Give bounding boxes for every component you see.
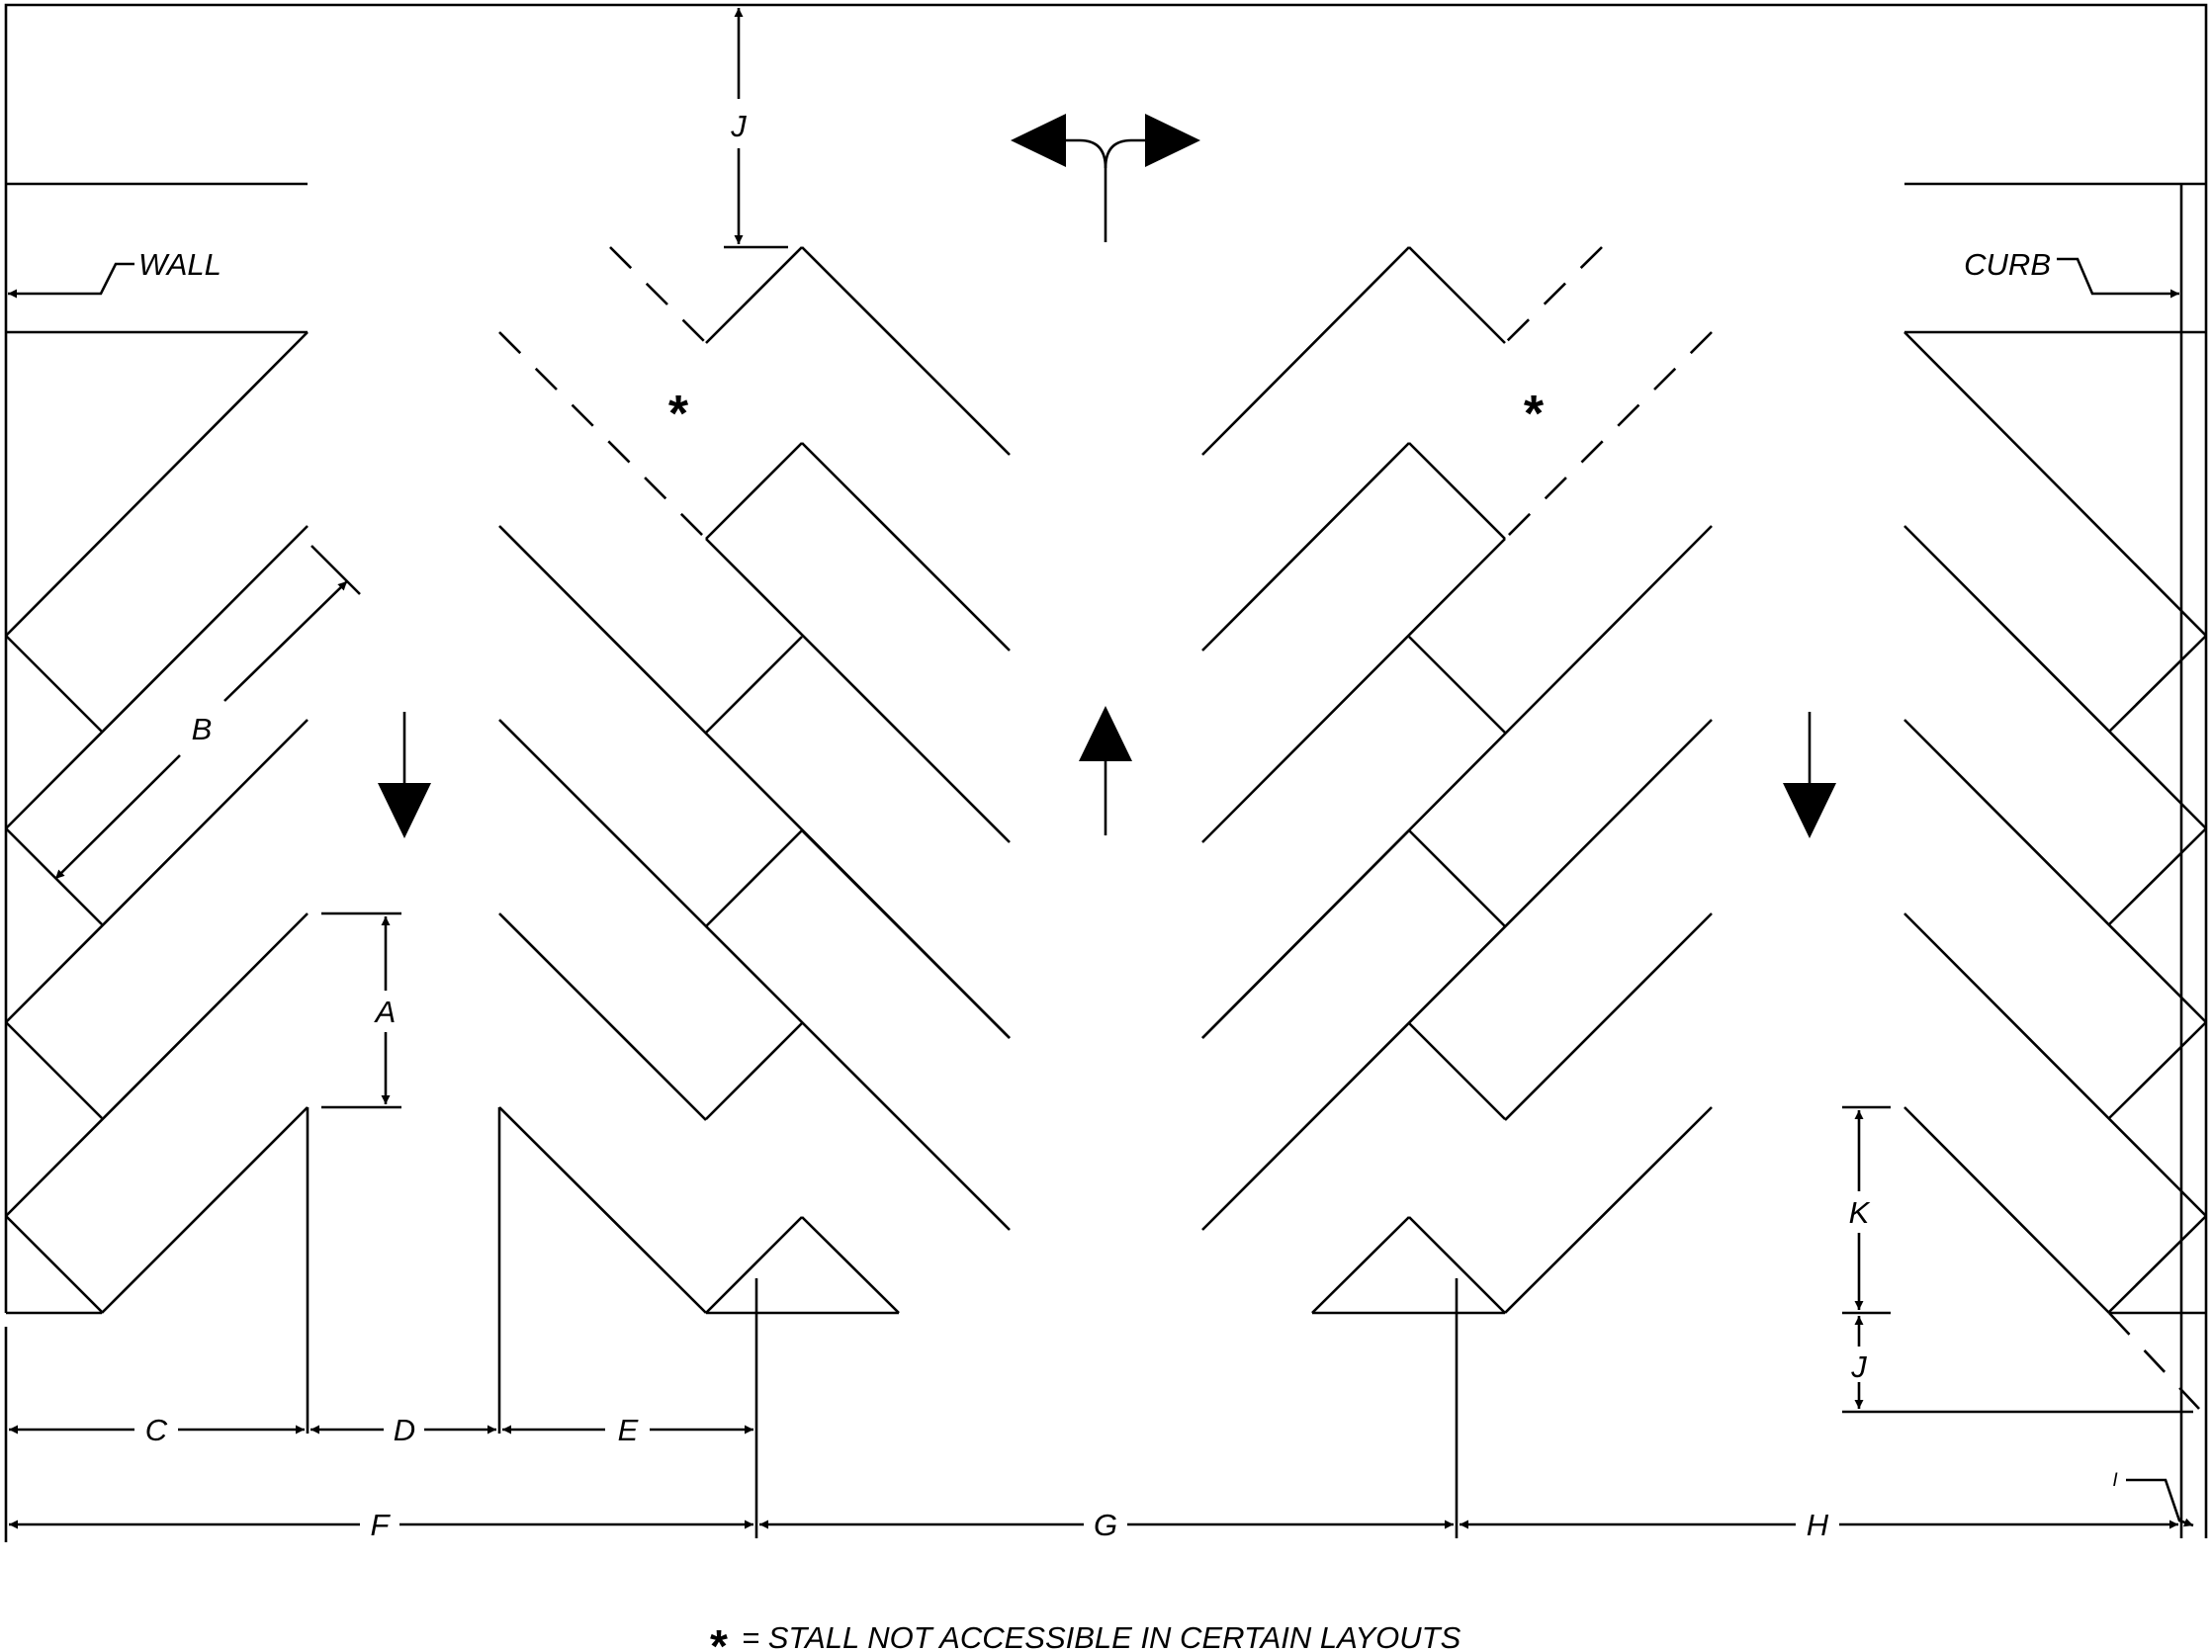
right-center-stalls [1201,246,1713,1538]
dimension-a: A [321,912,401,1109]
curb-label: CURB [1964,247,2051,282]
dimension-j-bottom: J [1842,1316,2193,1414]
wall-label: WALL [138,247,221,282]
footnote-marker: * [710,1620,728,1652]
wall-callout: WALL [8,247,221,299]
dimension-b: B [54,545,361,880]
dim-label-c: C [145,1413,168,1447]
footnote: * = STALL NOT ACCESSIBLE IN CERTAIN LAYO… [710,1620,1461,1652]
left-center-stalls [497,246,1011,1538]
inaccessible-stall-marker: * [1524,386,1545,443]
dim-label-f: F [371,1508,392,1542]
dim-label-e: E [618,1413,639,1447]
dim-label-j: J [730,109,747,143]
dim-label-h: H [1807,1508,1829,1542]
dimension-row-fgh: F G H [9,1313,2208,1542]
right-curb-stalls [1903,331,2207,1410]
dimension-i: I [2112,1470,2194,1527]
left-wall-stalls [5,331,310,1434]
dim-label-d: D [394,1413,415,1447]
arrow-up-icon [1079,706,1132,835]
dimension-k: K [1842,1105,1891,1315]
curb-callout: CURB [1964,247,2179,299]
dim-label-j: J [1850,1349,1867,1384]
dim-label-i: I [2112,1470,2118,1491]
arrow-down-icon [1783,712,1836,838]
dim-label-a: A [374,995,397,1029]
dim-label-k: K [1849,1195,1871,1230]
split-arrow-icon [1011,114,1200,242]
dimension-j-top: J [724,8,788,249]
lot-boundary [4,3,2208,1315]
dim-label-g: G [1094,1508,1117,1542]
inaccessible-stall-marker: * [668,386,689,443]
footnote-text: = STALL NOT ACCESSIBLE IN CERTAIN LAYOUT… [742,1620,1461,1652]
dim-label-b: B [192,712,213,746]
arrow-down-icon [378,712,431,838]
dimension-row-cde: C D E [4,1327,753,1542]
